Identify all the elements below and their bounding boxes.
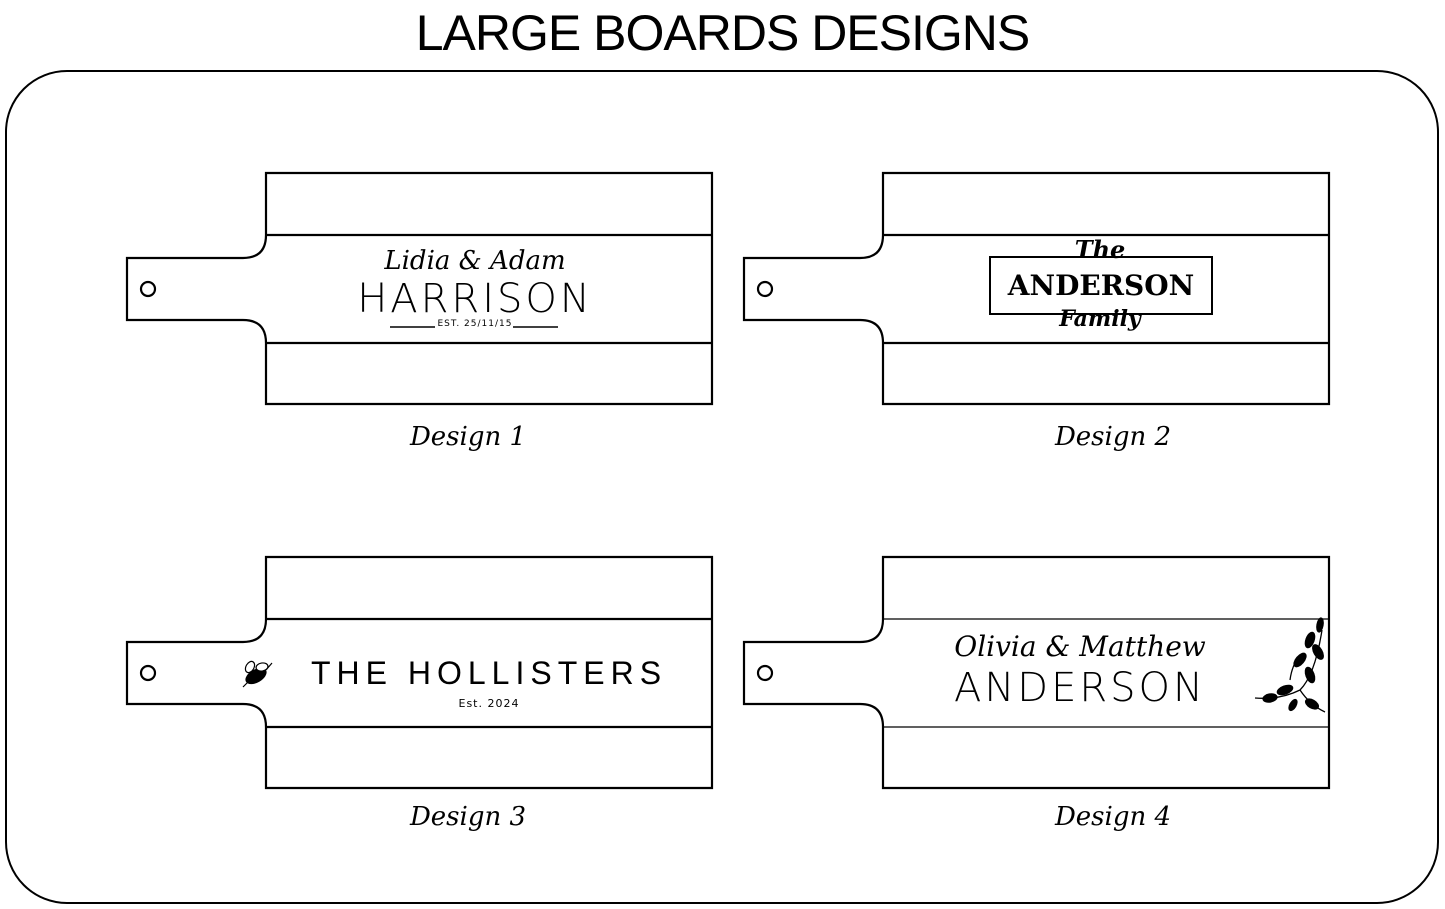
bee-icon	[242, 660, 273, 688]
design-3-surname: THE HOLLISTERS	[310, 655, 668, 691]
board-design-2	[742, 171, 1331, 406]
design-1-surname: HARRISON	[357, 276, 593, 322]
page-title: LARGE BOARDS DESIGNS	[415, 5, 1031, 61]
design-4-caption: Design 4	[1054, 802, 1172, 832]
design-2-caption: Design 2	[1054, 422, 1172, 452]
board-design-1	[125, 171, 714, 406]
hanging-hole-icon	[756, 664, 774, 682]
design-2-prefix: The	[1074, 235, 1126, 264]
design-1-names: Lidia & Adam	[384, 246, 566, 276]
hanging-hole-icon	[139, 280, 157, 298]
board-design-3	[125, 555, 714, 790]
design-2-surname: ANDERSON	[1007, 269, 1195, 302]
design-3-caption: Design 3	[409, 802, 527, 832]
botanical-sprig-icon	[1254, 617, 1326, 713]
design-4-surname: ANDERSON	[954, 665, 1206, 711]
designs-frame	[5, 70, 1439, 904]
design-1-established: EST. 25/11/15	[437, 319, 513, 329]
design-1-caption: Design 1	[409, 422, 527, 452]
board-design-4	[742, 555, 1331, 790]
design-3-established: Est. 2024	[458, 697, 520, 710]
hanging-hole-icon	[139, 664, 157, 682]
design-4-names: Olivia & Matthew	[954, 630, 1206, 663]
design-2-suffix: Family	[1059, 306, 1141, 332]
hanging-hole-icon	[756, 280, 774, 298]
